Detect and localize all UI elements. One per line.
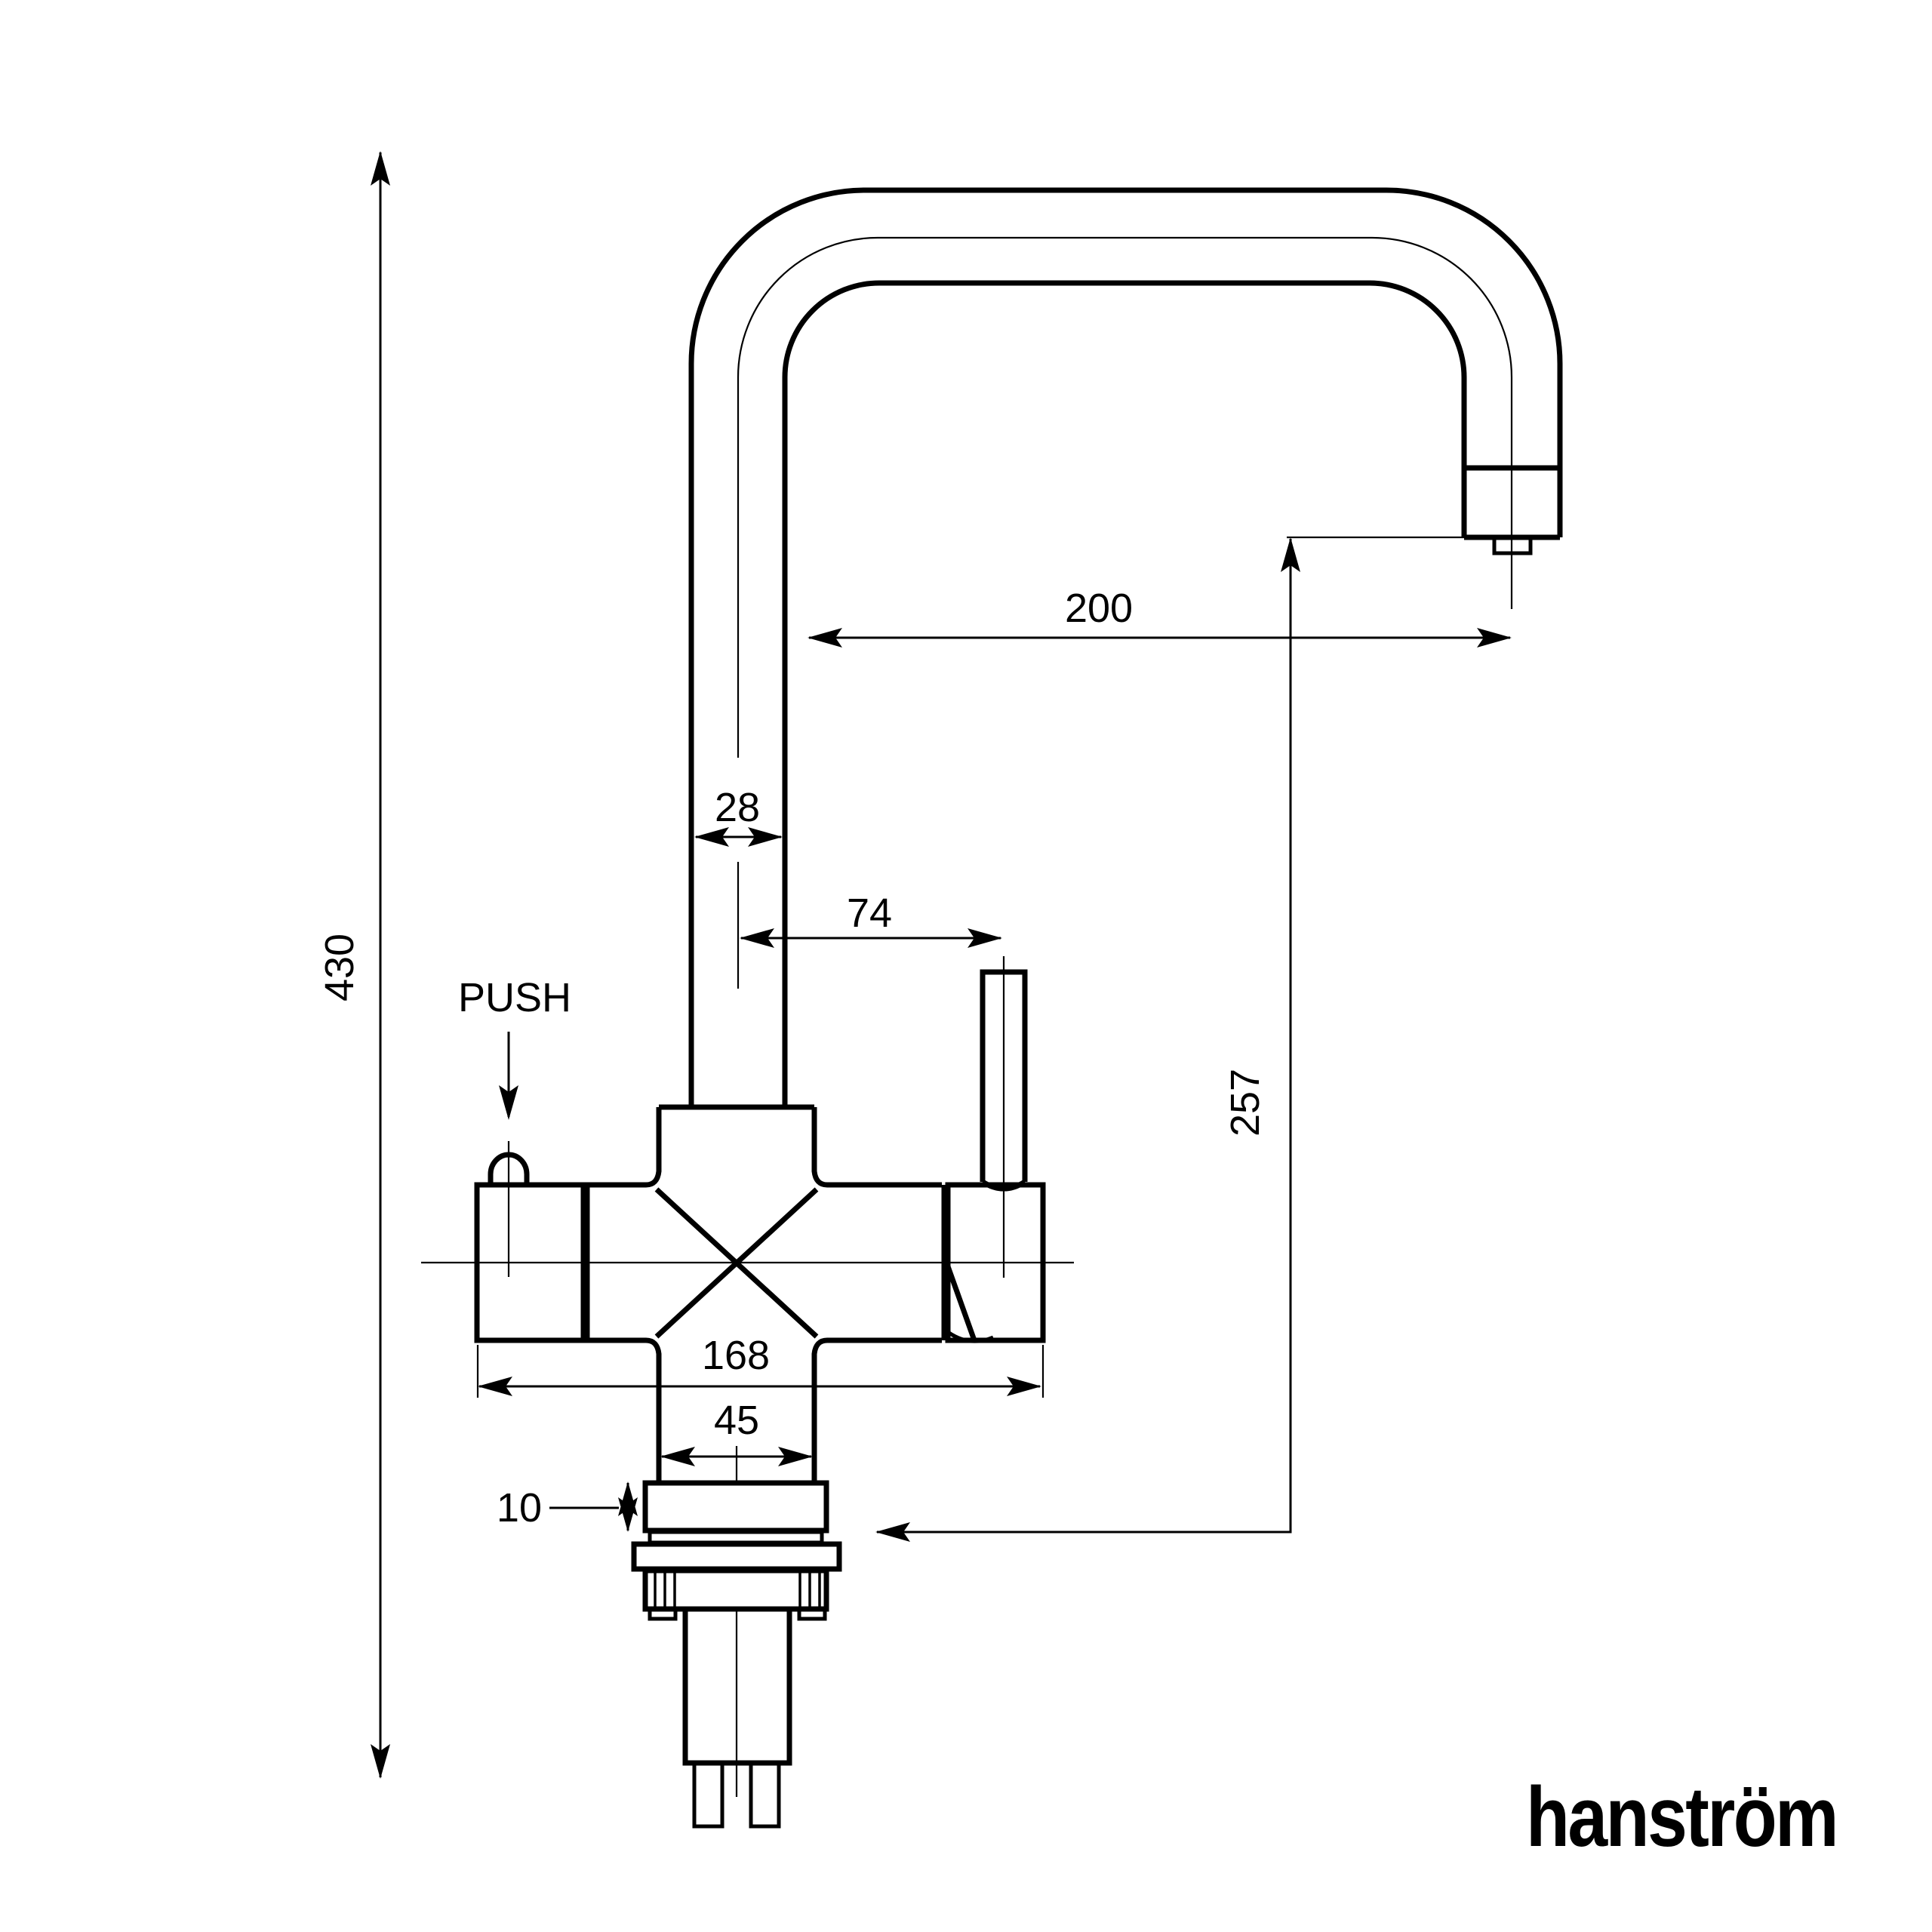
arrowhead-left-icon (694, 827, 729, 847)
tap-body (474, 969, 1046, 1483)
handle-lever-rod (980, 969, 1028, 1192)
arrowhead-left-icon (740, 928, 774, 948)
supply-tail-left (692, 1761, 724, 1829)
arrowhead-right-icon (968, 928, 1002, 948)
arrowhead-left-icon (808, 628, 842, 648)
arrowhead-right-icon (1007, 1377, 1041, 1396)
body-bottom-edge (588, 1337, 942, 1483)
left-valve-cylinder (474, 1182, 589, 1343)
dim-label-74: 74 (847, 891, 892, 936)
spout-tube-centerline (737, 236, 1513, 758)
supply-tail-right (749, 1761, 781, 1829)
arrowhead-up-icon (1281, 537, 1300, 572)
dimension-plate-thickness: 10 (497, 1481, 638, 1532)
mounting-assembly (631, 1480, 842, 1829)
spout (688, 187, 1563, 1107)
cross-section-x-mark (654, 1187, 819, 1339)
body-top-edge (588, 1107, 942, 1188)
arrowhead-left-icon (478, 1377, 512, 1396)
dim-label-257: 257 (1223, 1069, 1268, 1137)
arrowhead-down-icon (371, 1744, 390, 1779)
push-button-dome (488, 1152, 530, 1185)
arrowhead-left-icon (875, 1522, 910, 1542)
arrowhead-left-icon (660, 1447, 695, 1466)
base-washer (648, 1530, 824, 1545)
spout-outer-edge (688, 187, 1563, 1107)
supply-shank (682, 1606, 792, 1766)
aerator-nozzle (1492, 535, 1533, 555)
arrowhead-right-icon (748, 827, 783, 847)
dimension-body-width: 168 (478, 1333, 1041, 1396)
collar-tab-right (797, 1607, 827, 1621)
left-valve-joint-lines (580, 1185, 590, 1340)
arrowhead-up-icon (371, 151, 390, 186)
brand-logo: hanström (1526, 1770, 1839, 1864)
dim-label-430: 430 (317, 934, 362, 1001)
dimension-overall-height: 430 (317, 151, 390, 1779)
dimension-spout-reach: 200 (808, 586, 1512, 648)
dim-label-200: 200 (1065, 586, 1133, 631)
dimension-base-width: 45 (660, 1398, 813, 1466)
dim-label-45: 45 (714, 1398, 759, 1443)
push-callout: PUSH (458, 975, 571, 1120)
mounting-nut (631, 1541, 842, 1572)
arrowhead-down-icon (499, 1085, 518, 1120)
base-plate (642, 1480, 829, 1534)
dimension-outlet-height: 257 (875, 537, 1300, 1542)
spout-inner-edge (782, 280, 1467, 1107)
arrowhead-down-icon (618, 1497, 638, 1532)
dim-label-28: 28 (715, 785, 760, 830)
logo-text: hanström (1526, 1770, 1837, 1864)
handle-base-slant (945, 1265, 977, 1342)
collar-tab-left (648, 1607, 678, 1621)
width-extension-lines (476, 1345, 1044, 1398)
dimension-handle-offset: 74 (740, 891, 1002, 948)
dim-label-168: 168 (702, 1333, 770, 1378)
dimension-tube-width: 28 (694, 785, 783, 847)
centerlines (421, 236, 1513, 1797)
handle-base-arc (943, 1328, 994, 1343)
arrowhead-right-icon (1477, 628, 1512, 648)
dim-label-10: 10 (497, 1485, 542, 1531)
dim-line-257 (877, 539, 1292, 1534)
push-label: PUSH (458, 975, 571, 1020)
thread-marks (654, 1571, 821, 1609)
arrowhead-right-icon (778, 1447, 813, 1466)
